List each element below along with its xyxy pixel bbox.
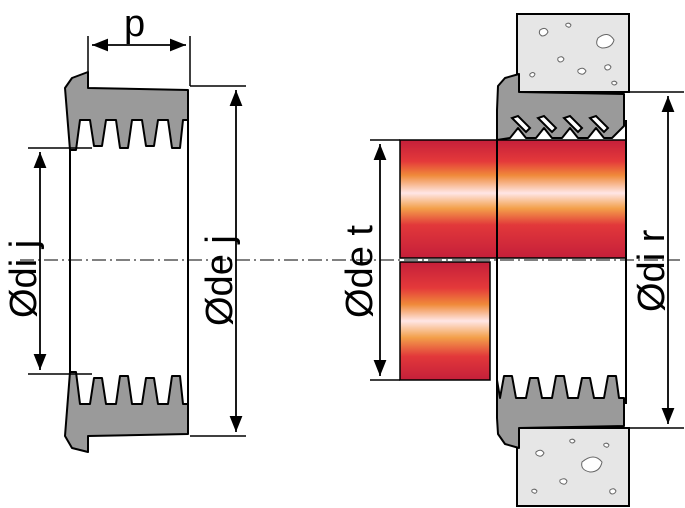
outer-diameter-pipe-label: Øde t bbox=[339, 225, 381, 318]
seal-left bbox=[64, 71, 189, 453]
installed-seal-lips bbox=[510, 114, 610, 134]
outer-diameter-seal-label: Øde j bbox=[199, 235, 241, 326]
concrete-wall-bottom bbox=[516, 427, 630, 507]
dim-pitch: p bbox=[87, 3, 191, 86]
pipe-upper bbox=[399, 139, 627, 259]
dim-inner-diameter-opening: Ødi r bbox=[629, 91, 684, 429]
seal-bottom-profile bbox=[64, 371, 189, 453]
seal-top-profile bbox=[64, 71, 189, 151]
inner-diameter-opening-label: Ødi r bbox=[631, 229, 673, 312]
installed-seal-bottom bbox=[496, 375, 625, 449]
pitch-label: p bbox=[124, 3, 145, 45]
inner-diameter-seal-label: Ødi j bbox=[3, 240, 45, 318]
dim-outer-diameter-seal: Øde j bbox=[190, 85, 246, 437]
concrete-wall-top bbox=[516, 13, 630, 93]
dim-outer-diameter-pipe: Øde t bbox=[339, 139, 400, 381]
dim-inner-diameter-seal: Ødi j bbox=[3, 147, 92, 375]
pipe-lower bbox=[399, 261, 491, 381]
installed-seal-top bbox=[496, 73, 625, 141]
